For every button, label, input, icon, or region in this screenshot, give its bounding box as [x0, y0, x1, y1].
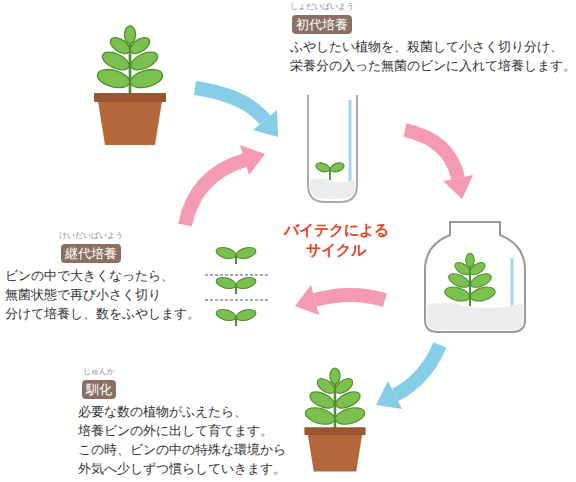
stage-description: ビンの中で大きくなったら、 無菌状態で再び小さく切り 分けて培養し、数をふやしま… [5, 266, 205, 323]
cycle-arrow [405, 130, 473, 199]
stage-description: ふやしたい植物を、殺菌して小さく切り分け、 栄養分の入った無菌のビンに入れて培養… [290, 37, 575, 75]
arrow-shaft [195, 88, 265, 120]
flower-pot [94, 93, 166, 145]
ruby-reading: じゅんか [83, 365, 115, 378]
arrow-head [376, 381, 402, 409]
flower-pot [304, 427, 365, 471]
cutting [215, 276, 257, 294]
cycle-arrow [376, 345, 440, 409]
arrow-head [295, 285, 319, 315]
arrow-shaft [185, 160, 245, 225]
stage-tag: 継代培養 [61, 244, 121, 263]
stage-block: じゅんか馴化必要な数の植物がふえたら、 培養ビンの外に出して育てます。 この時、… [78, 365, 290, 478]
stage-tag: 初代培養 [292, 15, 352, 34]
stage-block: けいだいばいよう継代培養ビンの中で大きくなったら、 無菌状態で再び小さく切り 分… [5, 229, 205, 323]
arrow-shaft [315, 295, 385, 300]
stage-tag: 馴化 [82, 380, 116, 399]
glass-shine [349, 100, 352, 186]
plant [304, 368, 367, 430]
arrow-head [240, 145, 265, 175]
arrow-shaft [395, 345, 440, 395]
plant [443, 253, 496, 306]
arrow-head [443, 175, 473, 199]
cycle-title: バイテクによる サイクル [280, 220, 392, 260]
culture-jar [425, 222, 525, 332]
plant [95, 26, 164, 94]
culture-medium [310, 178, 355, 199]
ruby-reading: けいだいばいよう [59, 229, 123, 242]
cycle-arrow [185, 145, 265, 225]
stage-description: 必要な数の植物がふえたら、 培養ビンの外に出して育てます。 この時、ビンの中の特… [78, 402, 290, 478]
arrow-head [253, 110, 278, 137]
stage-block: しょだいばいよう初代培養ふやしたい植物を、殺菌して小さく切り分け、 栄養分の入っ… [290, 0, 575, 75]
cutting [215, 308, 257, 326]
cutting [215, 246, 257, 264]
cycle-arrow [295, 285, 385, 315]
cut-line [205, 275, 268, 276]
cut-line [205, 300, 268, 301]
seedling [315, 161, 346, 180]
cycle-arrow [195, 88, 278, 137]
ruby-reading: しょだいばいよう [290, 0, 354, 13]
arrow-shaft [405, 130, 458, 178]
test-tube [308, 95, 357, 202]
culture-medium [427, 303, 523, 330]
